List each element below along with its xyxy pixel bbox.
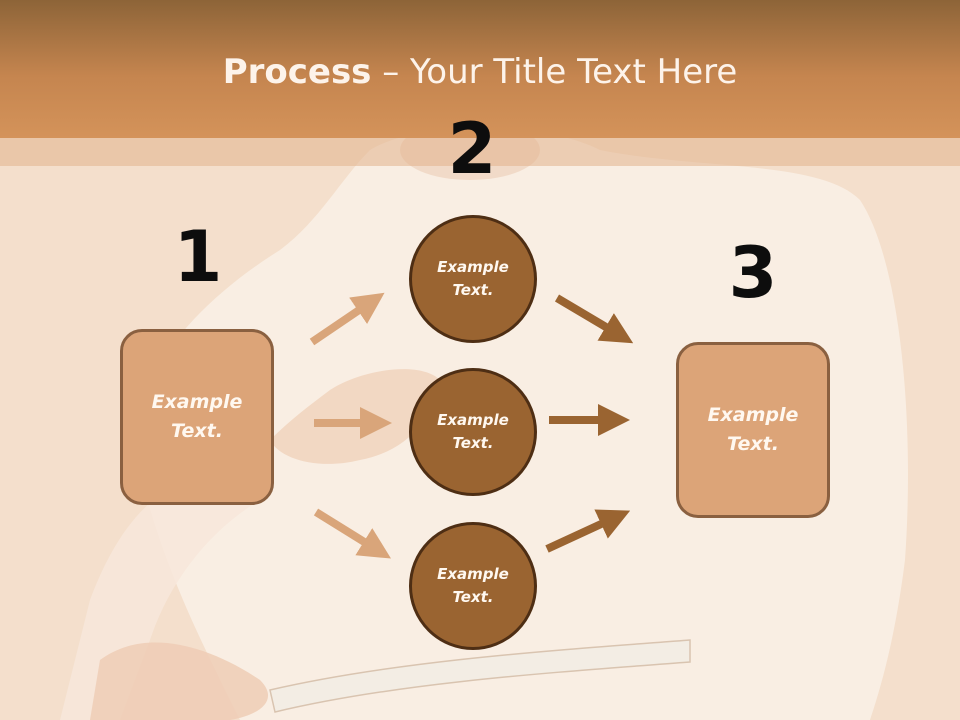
process-circle-3: Example Text. — [409, 522, 537, 650]
title-bar-band — [0, 138, 960, 166]
slide-title: Process – Your Title Text Here — [0, 52, 960, 92]
process-circle-2-label: Example Text. — [437, 411, 509, 452]
arrow-from-circle-3 — [545, 509, 631, 553]
left-text-box-label: Example Text. — [151, 391, 243, 442]
left-text-box: Example Text. — [120, 329, 274, 505]
arrow-to-circle-3 — [313, 508, 391, 559]
arrow-to-circle-1 — [309, 292, 385, 346]
process-circle-2: Example Text. — [409, 368, 537, 496]
arrow-from-circle-1 — [554, 294, 634, 344]
step-number-3: 3 — [728, 232, 778, 314]
process-circle-3-label: Example Text. — [437, 565, 509, 606]
process-circle-1: Example Text. — [409, 215, 537, 343]
process-circle-1-label: Example Text. — [437, 258, 509, 299]
right-text-box: Example Text. — [676, 342, 830, 518]
slide-title-rest: – Your Title Text Here — [371, 52, 738, 92]
slide-title-bold: Process — [222, 52, 372, 92]
step-number-1: 1 — [173, 216, 223, 298]
title-bar — [0, 0, 960, 138]
step-number-2: 2 — [447, 108, 497, 190]
right-text-box-label: Example Text. — [707, 404, 799, 455]
